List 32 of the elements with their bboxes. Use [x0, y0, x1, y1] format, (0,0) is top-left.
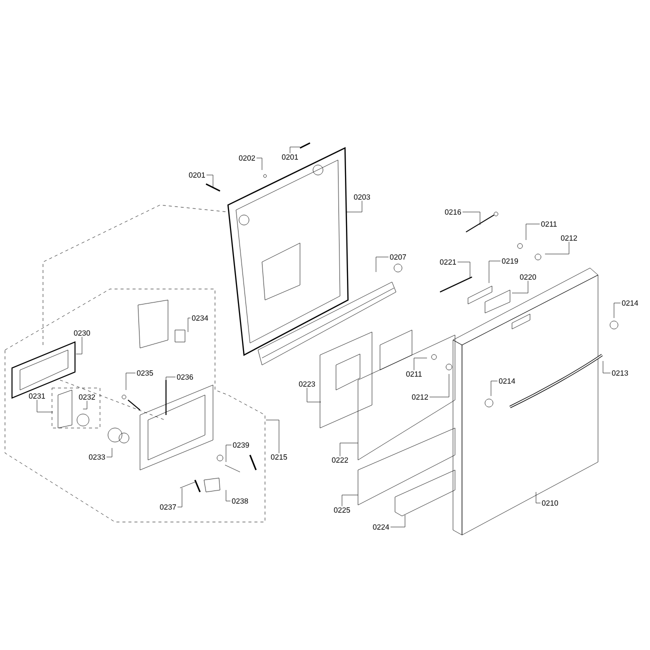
leader-line [76, 336, 82, 354]
leader-line [376, 256, 389, 272]
leader-line [266, 420, 280, 454]
leader-line [256, 158, 262, 170]
leader-line [206, 174, 214, 188]
leader-line [512, 280, 528, 294]
leader-line [290, 146, 300, 154]
leader-line [346, 200, 362, 212]
leader-line [526, 224, 540, 240]
leader-line [226, 490, 231, 502]
leader-line [106, 448, 112, 458]
leader-line [226, 444, 232, 462]
leader-line [390, 514, 406, 528]
leader-line [306, 388, 322, 402]
leader-line [544, 242, 570, 254]
leader-line [488, 260, 501, 284]
leader-line [457, 262, 470, 278]
leader-line [177, 488, 182, 508]
leader-line [614, 302, 621, 318]
leader-line [36, 400, 54, 412]
leader-line [166, 376, 176, 410]
leader-line [490, 380, 498, 396]
leader-line [536, 492, 541, 504]
leader-line [126, 372, 136, 390]
leader-line [429, 374, 450, 398]
leader-line [462, 212, 480, 226]
leader-line [340, 442, 358, 456]
leader-line [342, 494, 358, 506]
leader-line [82, 400, 88, 410]
leader-line [188, 318, 191, 332]
leader-line [602, 360, 611, 374]
leader-line [414, 358, 428, 370]
